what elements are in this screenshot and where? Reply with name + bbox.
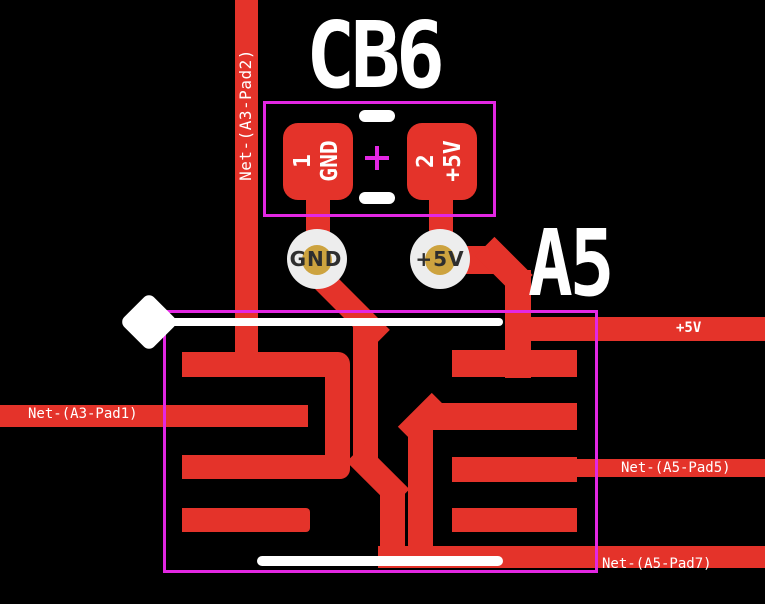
- pad-cb6-2-net: +5V: [440, 140, 466, 182]
- pad-cb6-1-number: 1: [290, 154, 316, 168]
- via-5v-label: +5V: [415, 247, 465, 271]
- netlabel-a3-pad2: Net-(A3-Pad2): [236, 49, 255, 181]
- trace-gnd-vertical-lower[interactable]: [380, 490, 405, 556]
- silk-dash-upper[interactable]: [359, 110, 395, 122]
- right-finger-bar-3[interactable]: [452, 508, 577, 532]
- trace-gnd-vertical-upper[interactable]: [353, 318, 378, 460]
- via-5v-hole: [425, 245, 455, 275]
- silk-line-top[interactable]: [166, 318, 503, 326]
- right-t-bar[interactable]: [452, 350, 577, 377]
- netlabel-a5-pad5: Net-(A5-Pad5): [621, 460, 731, 476]
- left-finger-bar-1[interactable]: [182, 352, 350, 377]
- netlabel-a5-pad7: Net-(A5-Pad7): [602, 556, 712, 572]
- netlabel-5v: +5V: [676, 320, 702, 336]
- pad-cb6-2-text: 2 +5V: [411, 121, 469, 201]
- trace-5v-horizontal[interactable]: [505, 317, 765, 341]
- silk-line-bottom[interactable]: [257, 556, 503, 566]
- pad-cb6-2-number: 2: [413, 154, 439, 168]
- pad-cb6-1-text: 1 GND: [288, 121, 346, 201]
- courtyard-cb6[interactable]: [263, 101, 496, 217]
- right-hook-top-bar[interactable]: [426, 403, 577, 430]
- anchor-cross-v: [375, 146, 379, 170]
- reference-a5[interactable]: A5: [528, 210, 614, 317]
- right-finger-bar-2[interactable]: [452, 457, 577, 482]
- pad-cb6-2[interactable]: [407, 123, 477, 200]
- trace-net-a3-pad2-vertical[interactable]: [235, 0, 258, 377]
- pad-cb6-1[interactable]: [283, 123, 353, 200]
- left-finger-bar-3[interactable]: [182, 508, 310, 532]
- pad-cb6-1-net: GND: [317, 140, 343, 182]
- silk-dash-lower[interactable]: [359, 192, 395, 204]
- trace-net-a5-pad5[interactable]: [577, 459, 765, 477]
- trace-net-a3-pad1[interactable]: [0, 405, 308, 427]
- netlabel-a3-pad1: Net-(A3-Pad1): [28, 406, 138, 422]
- reference-cb6[interactable]: CB6: [306, 2, 445, 109]
- courtyard-a5[interactable]: [163, 310, 598, 573]
- via-gnd-hole: [302, 245, 332, 275]
- right-hook-vertical[interactable]: [408, 420, 433, 555]
- via-gnd-label: GND: [289, 247, 343, 271]
- left-finger-bar-2[interactable]: [182, 455, 350, 479]
